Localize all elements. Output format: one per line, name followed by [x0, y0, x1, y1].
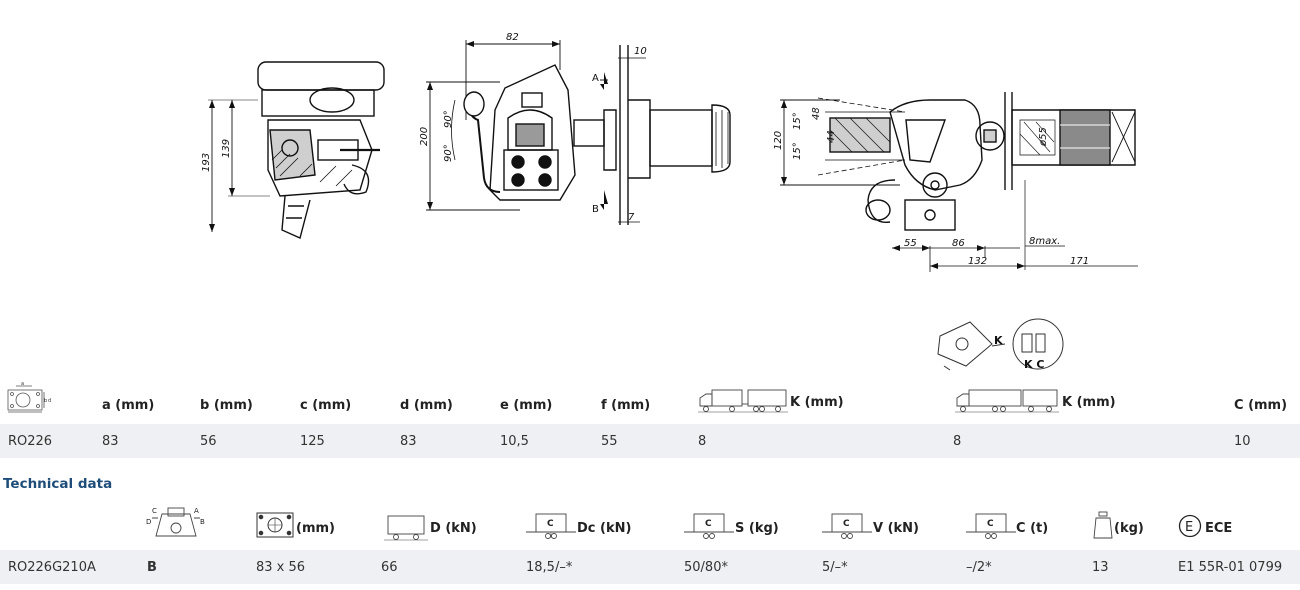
cell-d: 83: [400, 434, 417, 449]
cell-ece: E1 55R-01 0799: [1178, 560, 1283, 575]
section-view: [780, 92, 1138, 272]
section-b-label: B: [592, 204, 599, 215]
trailer-icon: [384, 514, 428, 542]
dim-82: 82: [506, 32, 519, 43]
dim-dia55: ø55: [1038, 127, 1049, 147]
dim-44: 44: [826, 130, 837, 143]
ece-mark-icon: E: [1178, 514, 1202, 538]
header-b: b (mm): [200, 398, 253, 413]
header-e: e (mm): [500, 398, 553, 413]
cell-f: 55: [601, 434, 618, 449]
header-a: a (mm): [102, 398, 155, 413]
svg-text:D: D: [146, 518, 151, 526]
cell-d-kn: 66: [381, 560, 398, 575]
header-c: c (mm): [300, 398, 352, 413]
mounting-plate-icon: [256, 512, 294, 538]
header-dc: Dc (kN): [577, 521, 632, 536]
header-v: V (kN): [873, 521, 919, 536]
header-f: f (mm): [601, 398, 651, 413]
cell-dc: 18,5/–*: [526, 560, 573, 575]
icon-letter-c-v: C: [843, 519, 850, 529]
icon-letter-c-c: C: [987, 519, 994, 529]
header-k1: K (mm): [790, 395, 844, 410]
centre-axle-trailer-icon-s: C: [684, 512, 734, 542]
cell-s: 50/80*: [684, 560, 728, 575]
header-c-t: C (t): [1016, 521, 1049, 536]
cell-kg: 13: [1092, 560, 1109, 575]
section-a-label: A: [592, 73, 599, 84]
svg-text:a: a: [21, 381, 24, 387]
cell-a: 83: [102, 434, 119, 449]
ece-mark-letter: E: [1185, 520, 1193, 535]
header-ece: ECE: [1205, 521, 1233, 536]
icon-letter-c: C: [547, 519, 554, 529]
dim-48: 48: [811, 107, 822, 120]
dim-7: 7: [628, 212, 635, 223]
cell-c: 125: [300, 434, 325, 449]
icon-letter-c-s: C: [705, 519, 712, 529]
centre-axle-trailer-icon-v: C: [822, 512, 872, 542]
header-s: S (kg): [735, 521, 779, 536]
dim-193: 193: [201, 153, 212, 172]
dim-55: 55: [904, 238, 917, 249]
cell-type: B: [147, 560, 157, 575]
dim-132: 132: [968, 256, 987, 267]
dim-139: 139: [221, 139, 232, 158]
technical-drawing: 193 139 200 82 90° 90° A B 10 7 120 15° …: [201, 32, 1138, 272]
inset-kc-text: K C: [1024, 358, 1044, 371]
angle-90-upper: 90°: [443, 110, 454, 128]
cell-e: 10,5: [500, 434, 529, 449]
svg-text:b: b: [44, 398, 47, 404]
cell-k2: 8: [953, 434, 962, 449]
dim-86: 86: [952, 238, 965, 249]
dim-200: 200: [419, 127, 430, 146]
cell-k1: 8: [698, 434, 707, 449]
table2-row: [0, 550, 1300, 584]
section-title-technical-data: Technical data: [3, 476, 113, 492]
inset-k-text: K: [994, 334, 1003, 347]
cell-c-t: –/2*: [966, 560, 992, 575]
front-view: [426, 40, 731, 225]
angle-90-lower: 90°: [443, 144, 454, 162]
header-d-kn: D (kN): [430, 521, 477, 536]
coupling-type-icon: C A D B: [144, 504, 208, 540]
header-c-mm: C (mm): [1234, 398, 1288, 413]
svg-text:d: d: [48, 398, 51, 404]
centre-axle-trailer-icon-c: C: [966, 512, 1016, 542]
svg-text:C: C: [152, 507, 157, 515]
cell-plate: 83 x 56: [256, 560, 306, 575]
table1-row: [0, 424, 1300, 458]
header-d: d (mm): [400, 398, 453, 413]
header-plate: (mm): [296, 521, 335, 536]
truck-trailer-icon-2: [955, 388, 1060, 416]
cell-v: 5/–*: [822, 560, 848, 575]
side-view: [208, 61, 385, 239]
header-kg: (kg): [1114, 521, 1144, 536]
dimension-diagram-icon: a b d: [6, 380, 52, 414]
angle-15-down: 15°: [792, 142, 803, 160]
centre-axle-trailer-icon: C: [526, 512, 576, 542]
cell-b: 56: [200, 434, 217, 449]
inset-detail-icon: K K C: [930, 314, 1070, 374]
dim-171: 171: [1070, 256, 1089, 267]
svg-text:B: B: [200, 518, 205, 526]
coupling-drawing-svg: 193 139 200 82 90° 90° A B 10 7 120 15° …: [201, 32, 1138, 272]
cell-c-mm: 10: [1234, 434, 1251, 449]
weight-icon: [1092, 510, 1114, 540]
svg-text:A: A: [194, 507, 199, 515]
cell-model-number: RO226G210A: [8, 560, 96, 575]
dim-120: 120: [773, 131, 784, 150]
angle-15-up: 15°: [792, 112, 803, 130]
dim-10: 10: [634, 46, 647, 57]
header-k2: K (mm): [1062, 395, 1116, 410]
cell-model: RO226: [8, 434, 53, 449]
dim-8max: 8max.: [1029, 236, 1060, 247]
truck-trailer-icon: [698, 388, 790, 416]
